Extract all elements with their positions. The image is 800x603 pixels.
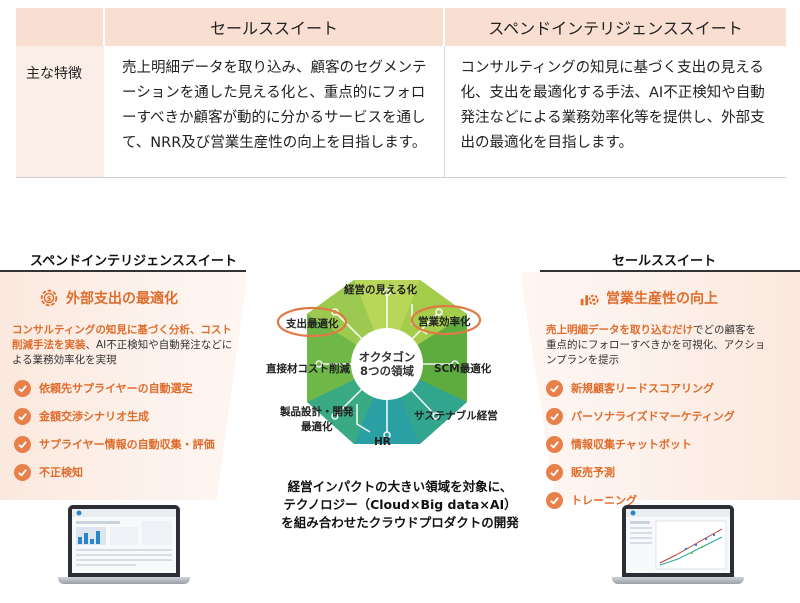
center-caption: 経営インパクトの大きい領域を対象に、 テクノロジー（Cloud×Big data… bbox=[281, 479, 519, 530]
octagon-diagram: オクタゴン 8つの領域 経営の見える化 支出最適化 営業効率化 直接材コスト削減… bbox=[262, 274, 512, 454]
check-icon bbox=[14, 463, 31, 481]
svg-text:$: $ bbox=[46, 294, 51, 303]
label-management-visualization: 経営の見える化 bbox=[344, 284, 418, 296]
list-item: 金額交渉シナリオ生成 bbox=[14, 402, 215, 430]
label-sustainable-management: サステナブル経営 bbox=[414, 410, 498, 422]
table-corner-cell bbox=[16, 8, 104, 46]
feature-label: 金額交渉シナリオ生成 bbox=[39, 410, 149, 423]
check-icon bbox=[546, 463, 563, 481]
left-panel-background bbox=[0, 272, 246, 500]
dashboard-screenshot bbox=[626, 509, 730, 573]
left-desc-highlight: コンサルティングの知見に基づく分析、コスト削減手法を実装 bbox=[12, 324, 232, 351]
right-panel-divider bbox=[540, 270, 800, 272]
header-spend-intelligence-suite: スペンドインテリジェンススイート bbox=[443, 8, 786, 46]
row-label-main-features: 主な特徴 bbox=[16, 46, 104, 178]
feature-label: サプライヤー情報の自動収集・評価 bbox=[39, 438, 215, 451]
left-panel-divider bbox=[0, 270, 246, 272]
check-icon bbox=[14, 379, 31, 397]
label-scm-optimization: SCM最適化 bbox=[434, 363, 492, 375]
label-sales-efficiency: 営業効率化 bbox=[418, 316, 471, 328]
list-item: 情報収集チャットボット bbox=[546, 430, 735, 458]
label-hr: HR bbox=[374, 436, 391, 448]
list-item: パーソナライズドマーケティング bbox=[546, 402, 735, 430]
left-desc-rest: 、AI不正検知や自動発注などによる業務効率化を実現 bbox=[12, 339, 233, 366]
list-item: トレーニング bbox=[546, 486, 735, 514]
list-item: サプライヤー情報の自動収集・評価 bbox=[14, 430, 215, 458]
table-header-row: セールススイート スペンドインテリジェンススイート bbox=[16, 8, 786, 46]
gear-dollar-icon: $ bbox=[40, 289, 58, 307]
check-icon bbox=[546, 379, 563, 397]
dashboard-screenshot bbox=[72, 509, 176, 573]
highlight-ellipse-spend bbox=[276, 306, 348, 338]
list-item: 新規顧客リードスコアリング bbox=[546, 374, 735, 402]
check-icon bbox=[14, 407, 31, 425]
left-panel-heading-text: 外部支出の最適化 bbox=[66, 291, 178, 307]
comparison-table: セールススイート スペンドインテリジェンススイート 主な特徴 売上明細データを取… bbox=[16, 8, 786, 178]
check-icon bbox=[546, 407, 563, 425]
table-row: 主な特徴 売上明細データを取り込み、顧客のセグメンテーションを通した見える化と、… bbox=[16, 46, 786, 178]
feature-label: 新規顧客リードスコアリング bbox=[571, 382, 714, 395]
left-panel-description: コンサルティングの知見に基づく分析、コスト削減手法を実装、AI不正検知や自動発注… bbox=[12, 323, 240, 368]
left-panel-title: スペンドインテリジェンススイート bbox=[30, 254, 237, 269]
label-product-design: 製品設計・開発 最適化 bbox=[280, 406, 354, 433]
spend-suite-description: コンサルティングの知見に基づく支出の見える化、支出を最適化する手法、AI不正検知… bbox=[443, 46, 786, 178]
header-sales-suite: セールススイート bbox=[103, 8, 444, 46]
right-panel-background bbox=[522, 272, 800, 500]
right-panel-title: セールススイート bbox=[612, 254, 717, 269]
right-feature-list: 新規顧客リードスコアリング パーソナライズドマーケティング 情報収集チャットボッ… bbox=[546, 374, 735, 514]
feature-label: 依頼先サプライヤーの自動選定 bbox=[39, 382, 193, 395]
right-panel-description: 売上明細データを取り込むだけでどの顧客を重点的にフォローすべきかを可視化、アクシ… bbox=[546, 323, 766, 368]
highlight-ellipse-sales bbox=[410, 304, 482, 336]
feature-label: 販売予測 bbox=[571, 466, 615, 479]
label-direct-material-cost: 直接材コスト削減 bbox=[266, 363, 350, 375]
left-panel-heading: $ 外部支出の最適化 bbox=[38, 287, 178, 309]
right-desc-highlight: 売上明細データを取り込むだけ bbox=[546, 324, 693, 336]
feature-label: 不正検知 bbox=[39, 466, 83, 479]
list-item: 販売予測 bbox=[546, 458, 735, 486]
sales-suite-description: 売上明細データを取り込み、顧客のセグメンテーションを通した見える化と、重点的にフ… bbox=[104, 46, 444, 178]
left-feature-list: 依頼先サプライヤーの自動選定 金額交渉シナリオ生成 サプライヤー情報の自動収集・… bbox=[14, 374, 215, 486]
feature-label: 情報収集チャットボット bbox=[571, 438, 692, 451]
check-icon bbox=[546, 491, 563, 509]
octagon-center-label: オクタゴン 8つの領域 bbox=[358, 350, 416, 378]
feature-label: パーソナライズドマーケティング bbox=[571, 410, 735, 423]
label-spend-optimization: 支出最適化 bbox=[286, 318, 339, 330]
feature-label: トレーニング bbox=[571, 494, 637, 507]
right-desc-rest: でどの顧客を重点的にフォローすべきかを可視化、アクションプランを提示 bbox=[546, 324, 766, 366]
list-item: 依頼先サプライヤーの自動選定 bbox=[14, 374, 215, 402]
octagon-graphic bbox=[276, 280, 482, 444]
check-icon bbox=[14, 435, 31, 453]
list-item: 不正検知 bbox=[14, 458, 215, 486]
right-panel-heading: 営業生産性の向上 bbox=[578, 287, 718, 309]
right-panel-heading-text: 営業生産性の向上 bbox=[606, 291, 718, 307]
check-icon bbox=[546, 435, 563, 453]
chart-gear-icon bbox=[580, 294, 599, 306]
